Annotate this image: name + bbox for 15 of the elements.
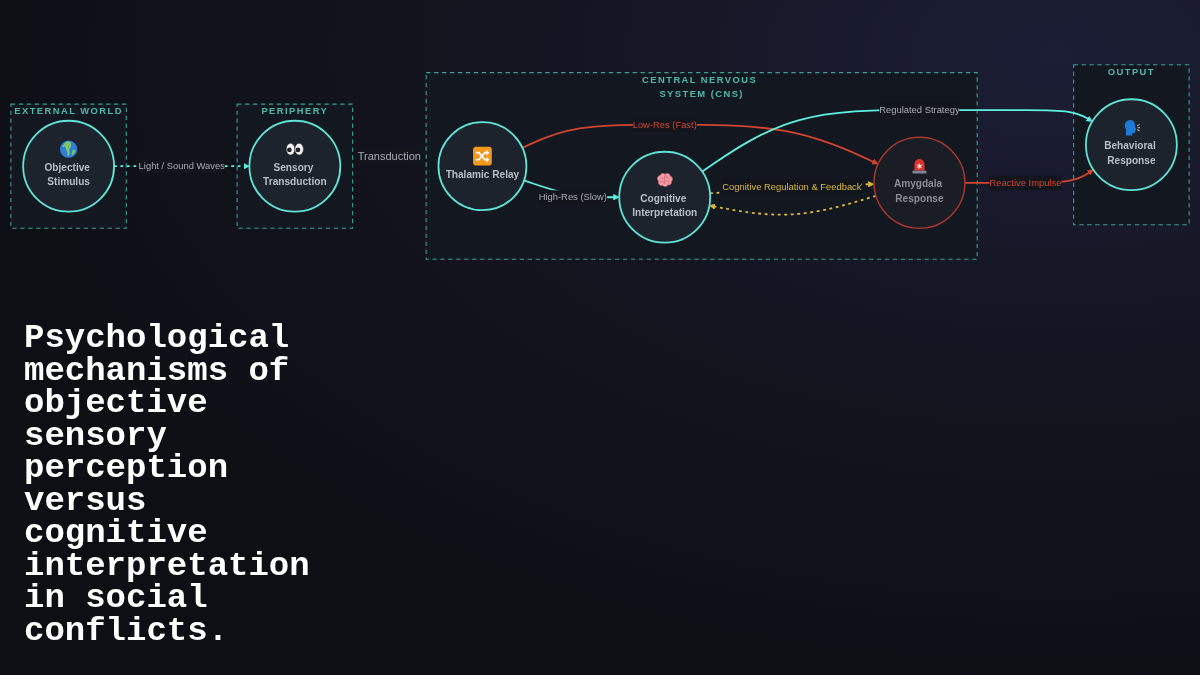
arrow xyxy=(701,109,1093,173)
arrow xyxy=(709,194,877,216)
edge-label: Regulated Strategy xyxy=(879,104,960,116)
node-circle: Sensory Transduction xyxy=(248,119,342,213)
edge-label: Cognitive Regulation & Feedback xyxy=(722,180,862,192)
node-circle: Cognitive Interpretation xyxy=(618,150,712,244)
node-circle: Objective Stimulus xyxy=(22,119,115,213)
edge-label: Light / Sound Waves xyxy=(138,160,225,172)
edge-label: Reactive Impulse xyxy=(989,177,1062,189)
node-circle: Thalamic Relay xyxy=(437,121,528,212)
edge-label: High-Res (Slow) xyxy=(538,191,607,203)
node-circle: Behavioral Response xyxy=(1085,98,1178,192)
diagram-title: Psychological mechanisms of objective sensory perception versus cognitive interpretation in social conflicts. xyxy=(24,322,311,647)
edge-label: Low-Res (Fast) xyxy=(632,119,697,130)
node-circle: Amygdala Response xyxy=(873,136,966,229)
